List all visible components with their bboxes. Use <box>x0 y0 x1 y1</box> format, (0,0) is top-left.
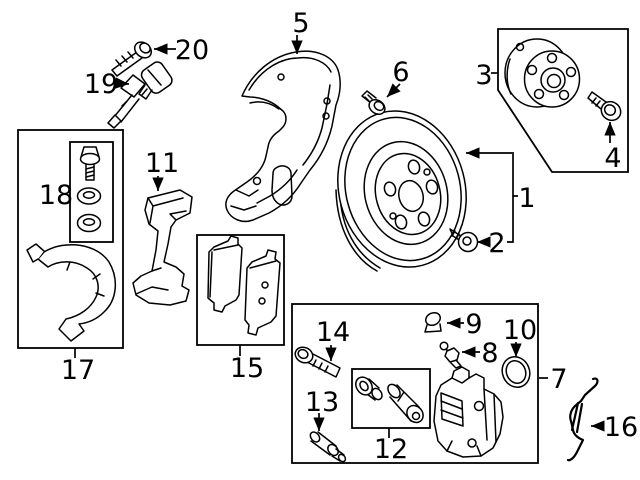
callout-lines <box>74 35 616 438</box>
pad-spring-clip-part <box>566 377 599 462</box>
callout-label-16: 16 <box>604 412 638 443</box>
callout-arrow-6 <box>386 83 401 98</box>
callout-arrow-19 <box>114 77 130 89</box>
group-box-18 <box>69 141 114 243</box>
callout-label-8: 8 <box>481 338 498 369</box>
callout-label-7: 7 <box>550 364 567 395</box>
shield-bolt-part <box>361 90 386 115</box>
callout-bracket-1-2 <box>507 152 518 243</box>
callout-label-10: 10 <box>503 315 537 346</box>
callout-label-15: 15 <box>230 353 264 384</box>
callout-label-11: 11 <box>145 148 179 179</box>
bushing-kit-part <box>355 376 424 424</box>
callout-label-3: 3 <box>475 60 492 91</box>
abs-sensor-part <box>107 61 173 129</box>
group-box-caliper <box>291 303 539 464</box>
callout-label-6: 6 <box>392 57 409 88</box>
bleeder-cap-part <box>424 311 442 333</box>
callout-label-5: 5 <box>292 8 309 39</box>
caliper-bolt-part <box>294 346 341 378</box>
hose-bracket-part <box>26 243 116 342</box>
guide-pin-part <box>309 431 347 463</box>
bleeder-screw-part <box>439 341 462 369</box>
wheel-hub-part <box>504 38 581 108</box>
callout-label-14: 14 <box>316 317 350 348</box>
callout-label-4: 4 <box>604 143 621 174</box>
brake-rotor-part <box>335 110 467 272</box>
callout-label-17: 17 <box>61 355 95 386</box>
group-box-hub <box>497 28 629 173</box>
splash-shield-part <box>225 50 341 223</box>
callout-label-2: 2 <box>488 228 505 259</box>
callout-label-1: 1 <box>518 183 535 214</box>
callout-label-20: 20 <box>175 35 209 66</box>
brake-pads-part <box>207 235 281 336</box>
callout-label-12: 12 <box>374 434 408 465</box>
hub-bolt-part <box>587 91 622 122</box>
callout-label-19: 19 <box>84 69 118 100</box>
callout-label-13: 13 <box>305 387 339 418</box>
anchor-bracket-part <box>132 189 193 306</box>
guide-bolt-and-seals-part <box>76 146 102 233</box>
group-box-17 <box>17 129 124 349</box>
sensor-bolt-part <box>111 41 153 77</box>
callout-label-9: 9 <box>465 309 482 340</box>
brake-caliper-part <box>433 366 504 458</box>
group-box-12 <box>351 368 431 429</box>
callout-label-18: 18 <box>39 180 73 211</box>
callout-labels: 1 2 3 4 5 6 7 8 9 10 11 12 13 14 15 16 1… <box>39 8 638 465</box>
piston-seal-part <box>501 356 531 388</box>
